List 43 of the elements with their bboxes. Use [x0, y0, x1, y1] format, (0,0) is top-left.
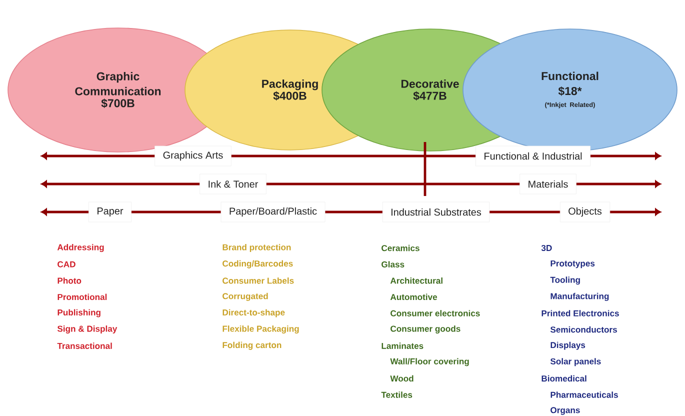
arrow-label: Paper — [88, 202, 132, 222]
list-item: Automotive — [390, 294, 438, 300]
list-item: Prototypes — [550, 260, 595, 268]
list-item: Consumer goods — [390, 326, 460, 334]
list-item: Wood — [390, 375, 414, 382]
list-item: Solar panels — [550, 358, 601, 366]
list-item: Consumer electronics — [390, 310, 480, 316]
list-item: Organs — [550, 407, 580, 415]
list-item: Brand protection — [222, 244, 291, 252]
list-item: Biomedical — [542, 375, 586, 382]
list-item: CAD — [58, 261, 76, 268]
list-item: Textiles — [381, 392, 412, 398]
list-item: Printed Electronics — [542, 310, 619, 316]
list-item: Glass — [382, 261, 404, 268]
list-item: Pharmaceuticals — [550, 392, 618, 398]
list-item: Wall/Floor covering — [390, 358, 469, 366]
list-item: Displays — [550, 342, 586, 350]
list-item: Flexible Packaging — [222, 326, 299, 334]
list-item: Laminates — [382, 342, 424, 349]
arrow-label: Ink & Toner — [200, 174, 266, 194]
list-item: Photo — [58, 277, 82, 284]
list-item: Transactional — [57, 342, 112, 349]
arrow-label: Industrial Substrates — [382, 202, 490, 222]
arrow-label: Functional & Industrial — [476, 146, 590, 166]
list-item: Consumer Labels — [222, 277, 294, 284]
list-item: 3D — [541, 244, 552, 252]
list-item: Addressing — [57, 244, 104, 252]
list-item: Ceramics — [382, 244, 420, 252]
list-item: Coding/Barcodes — [222, 260, 293, 268]
arrow-label: Objects — [560, 202, 610, 222]
list-item: Semiconductors — [550, 326, 617, 333]
list-item: Folding carton — [222, 342, 282, 350]
list-item: Tooling — [550, 276, 580, 285]
list-item: Manufacturing — [550, 292, 609, 301]
list-item: Direct-to-shape — [222, 309, 285, 318]
list-item: Sign & Display — [57, 326, 118, 334]
arrow-label: Graphics Arts — [154, 146, 232, 166]
list-item: Publishing — [58, 309, 100, 318]
list-item: Corrugated — [222, 292, 268, 301]
arrow-label: Materials — [520, 174, 576, 194]
list-item: Architectural — [390, 277, 442, 284]
list-item: Promotional — [58, 294, 107, 300]
arrow-label: Paper/Board/Plastic — [220, 202, 326, 222]
